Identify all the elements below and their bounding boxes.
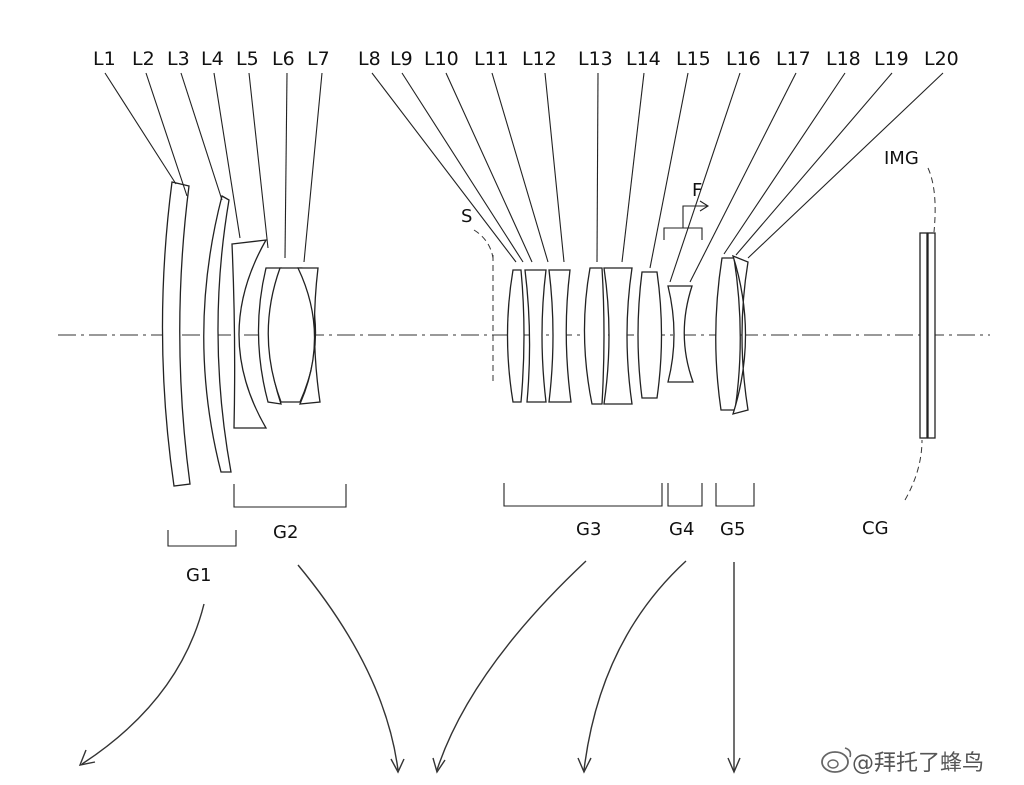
lens-element-1 <box>161 181 191 487</box>
bracket-G2 <box>233 484 347 508</box>
leader-L13 <box>596 72 599 263</box>
weibo-logo-icon <box>821 747 852 773</box>
lens-element-11 <box>603 267 633 405</box>
label-L8: L8 <box>358 48 381 70</box>
lens-element-13 <box>667 285 694 383</box>
label-L3: L3 <box>167 48 190 70</box>
lens-element-12 <box>637 271 663 399</box>
label-L12: L12 <box>522 48 557 70</box>
bracket-G5 <box>715 483 755 507</box>
label-G2: G2 <box>273 522 298 543</box>
label-L1: L1 <box>93 48 116 70</box>
leader-L18 <box>723 72 846 255</box>
movement-arrowhead-G3 <box>432 757 446 774</box>
label-G3: G3 <box>576 519 601 540</box>
leader-L8 <box>371 72 517 263</box>
leader-L4 <box>213 72 241 239</box>
label-L14: L14 <box>626 48 661 70</box>
leader-L9 <box>401 72 524 263</box>
leader-L7 <box>303 72 323 263</box>
leader-L15 <box>649 72 689 269</box>
lens-element-6 <box>296 267 321 405</box>
leader-L1 <box>104 72 177 185</box>
leader-L11 <box>491 72 549 263</box>
leader-L10 <box>445 72 533 263</box>
lens-element-3 <box>231 239 268 429</box>
cg-leader <box>904 439 923 501</box>
label-L17: L17 <box>776 48 811 70</box>
img-leader <box>927 167 936 233</box>
movement-arrowhead-G4 <box>577 757 592 774</box>
label-L7: L7 <box>307 48 330 70</box>
label-G4: G4 <box>669 519 694 540</box>
leader-L17 <box>689 72 797 283</box>
label-G5: G5 <box>720 519 745 540</box>
cover-glass-plate-2 <box>927 232 936 439</box>
leader-L16 <box>669 72 741 283</box>
label-CG: CG <box>862 518 889 539</box>
focus-bracket <box>663 205 707 240</box>
movement-arrowhead-G2 <box>390 758 405 774</box>
label-L4: L4 <box>201 48 224 70</box>
stop-leader <box>473 229 494 259</box>
bracket-G3 <box>503 483 663 507</box>
label-G1: G1 <box>186 565 211 586</box>
label-L11: L11 <box>474 48 509 70</box>
lens-element-10 <box>583 267 605 405</box>
label-L10: L10 <box>424 48 459 70</box>
leader-L6 <box>284 72 288 259</box>
label-L15: L15 <box>676 48 711 70</box>
label-stop: S <box>461 206 472 227</box>
lens-element-7 <box>506 269 525 403</box>
movement-arrowhead-G1 <box>78 749 96 766</box>
label-L2: L2 <box>132 48 155 70</box>
watermark-text: @拜托了蜂鸟 <box>852 751 984 776</box>
leader-L20 <box>747 72 944 259</box>
cover-glass-plate-1 <box>919 232 928 439</box>
label-img: IMG <box>884 148 919 169</box>
leader-L5 <box>248 72 269 249</box>
leader-L14 <box>621 72 645 263</box>
leader-L3 <box>180 72 223 201</box>
label-L20: L20 <box>924 48 959 70</box>
movement-arrow-G1 <box>81 603 205 765</box>
label-L5: L5 <box>236 48 259 70</box>
leader-L19 <box>735 72 893 256</box>
lens-element-9 <box>548 269 572 403</box>
label-focus: F <box>692 180 702 201</box>
movement-arrowhead-G5 <box>727 757 741 774</box>
leader-L2 <box>145 72 188 197</box>
label-L13: L13 <box>578 48 613 70</box>
label-L18: L18 <box>826 48 861 70</box>
label-L9: L9 <box>390 48 413 70</box>
leader-L12 <box>544 72 565 263</box>
movement-arrow-G3 <box>436 560 587 771</box>
lens-element-8 <box>524 269 547 403</box>
focus-arrowhead <box>699 200 710 212</box>
label-L16: L16 <box>726 48 761 70</box>
lens-element-14 <box>715 257 741 411</box>
lens-element-2 <box>203 195 232 473</box>
bracket-G4 <box>667 483 703 507</box>
movement-arrow-G4 <box>583 560 687 771</box>
movement-arrow-G2 <box>297 564 399 771</box>
label-L6: L6 <box>272 48 295 70</box>
bracket-G1 <box>167 530 237 547</box>
label-L19: L19 <box>874 48 909 70</box>
lens-element-15 <box>731 254 749 415</box>
